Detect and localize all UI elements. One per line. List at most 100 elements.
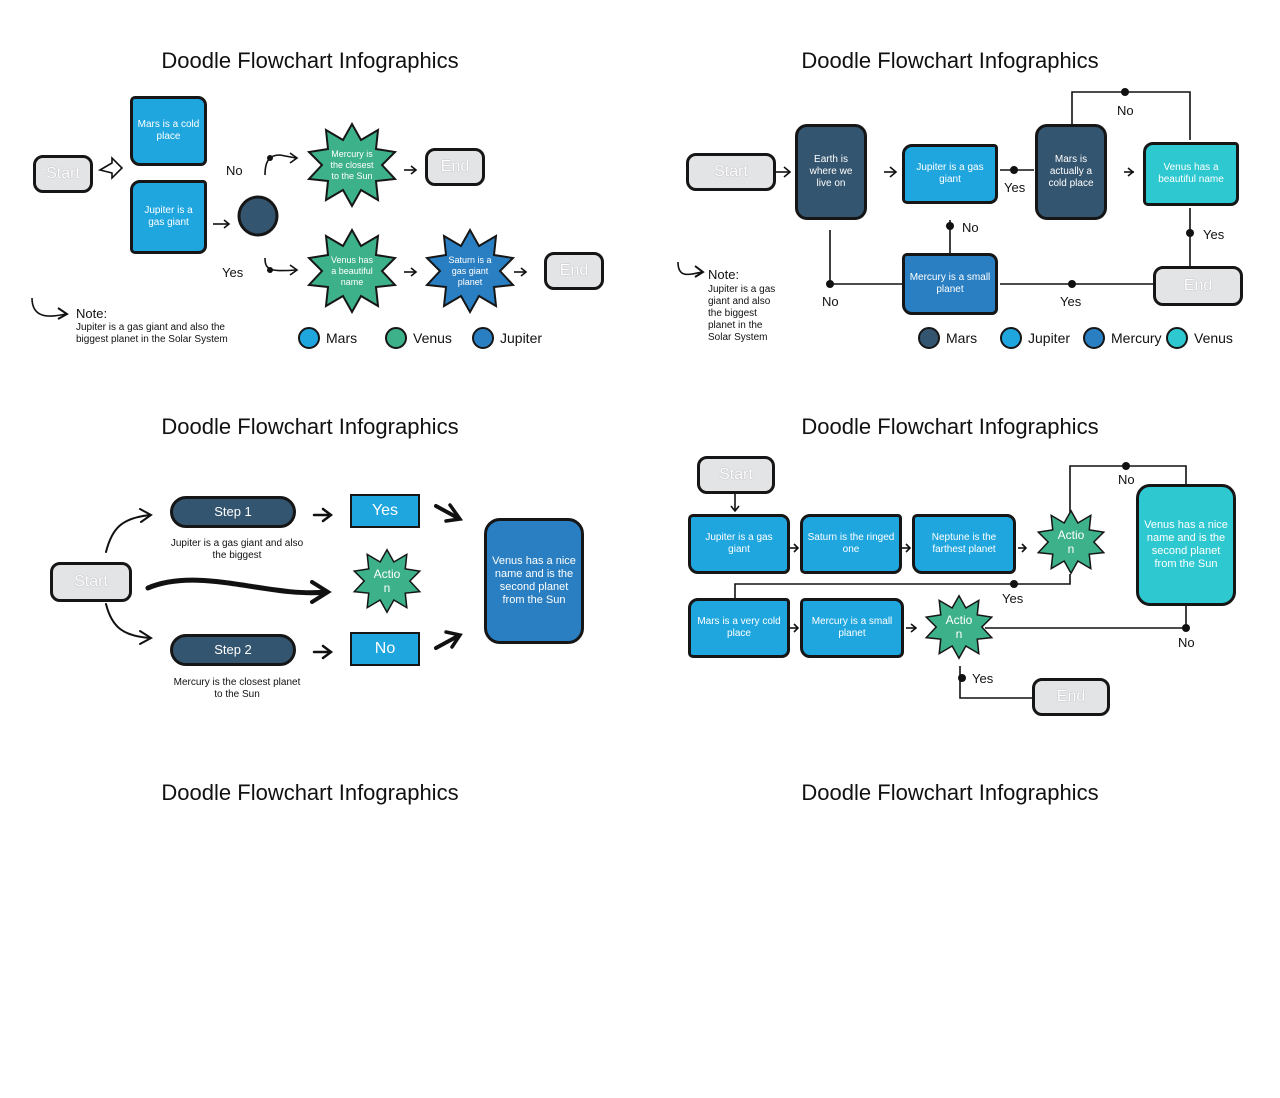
earth-box[interactable]: Earth is where we live on — [795, 124, 867, 220]
jupiter-box[interactable]: Jupiter is a gas giant — [130, 180, 207, 254]
legend-label: Venus — [413, 330, 452, 346]
slide-title: Doodle Flowchart Infographics — [161, 780, 459, 805]
slide-4[interactable]: Doodle Flowchart Infographics St — [640, 366, 1280, 732]
star-label: Actio n — [1057, 528, 1085, 556]
star-label: Mercury is the closest to the Sun — [330, 148, 374, 181]
starburst-icon — [306, 227, 398, 315]
end-node-bottom[interactable]: End — [544, 252, 604, 290]
label-no-top: No — [1117, 103, 1134, 118]
venus-box[interactable]: Venus has a nice name and is the second … — [1136, 484, 1236, 606]
slide-title: Doodle Flowchart Infographics — [161, 414, 459, 439]
star-label: Saturn is a gas giant planet — [448, 254, 492, 287]
legend-venus: Venus — [385, 327, 452, 349]
starburst-icon — [924, 594, 994, 660]
starburst-icon — [306, 121, 398, 209]
starburst-icon — [424, 227, 516, 315]
label-no-bottom: No — [822, 294, 839, 309]
start-node[interactable]: Start — [33, 155, 93, 193]
legend-swatch — [385, 327, 407, 349]
yes-node[interactable]: Yes — [350, 494, 420, 528]
no-node[interactable]: No — [350, 632, 420, 666]
mercury-star[interactable]: Mercury is the closest to the Sun — [306, 121, 398, 209]
start-node[interactable]: Start — [697, 456, 775, 494]
slide-title: Doodle Flowchart Infographics — [161, 48, 459, 73]
saturn-star[interactable]: Saturn is a gas giant planet — [424, 227, 516, 315]
legend-swatch — [298, 327, 320, 349]
jupiter-box[interactable]: Jupiter is a gas giant — [688, 514, 790, 574]
slide-3[interactable]: Doodle Flowchart Infographics Start Step… — [0, 366, 640, 732]
step1-node[interactable]: Step 1 — [170, 496, 296, 528]
note-title: Note: — [76, 306, 108, 321]
start-node[interactable]: Start — [50, 562, 132, 602]
mercury-box[interactable]: Mercury is a small planet — [800, 598, 904, 658]
label-yes-mid: Yes — [1004, 180, 1026, 195]
start-node[interactable]: Start — [686, 153, 776, 191]
legend-label: Jupiter — [500, 330, 543, 346]
note-title: Note: — [708, 267, 740, 282]
slide-1[interactable]: Doodle Flowchart Infographics Start Mars… — [0, 0, 640, 366]
label-no-mid: No — [962, 220, 979, 235]
legend-label: Mars — [326, 330, 358, 346]
mars-box[interactable]: Mars is a very cold place — [688, 598, 790, 658]
legend-mars: Mars — [918, 327, 977, 349]
slide-title: Doodle Flowchart Infographics — [801, 780, 1099, 805]
starburst-icon — [352, 548, 422, 614]
legend-label: Venus — [1194, 330, 1233, 346]
connector-lines — [677, 88, 1194, 288]
legend-swatch — [472, 327, 494, 349]
legend-swatch — [918, 327, 940, 349]
connector-lines — [730, 462, 1190, 699]
step2-node[interactable]: Step 2 — [170, 634, 296, 666]
star-label: Actio n — [945, 613, 973, 641]
step1-caption: Jupiter is a gas giant and also the bigg… — [170, 538, 304, 561]
star-label: Venus has a beautiful name — [330, 254, 374, 287]
step2-caption: Mercury is the closest planet to the Sun — [173, 677, 301, 700]
action-star-bottom[interactable]: Actio n — [924, 594, 994, 660]
starburst-icon — [1036, 509, 1106, 575]
slide-6[interactable]: Doodle Flowchart Infographics — [640, 732, 1280, 1098]
legend-jupiter: Jupiter — [472, 327, 542, 349]
end-node-top[interactable]: End — [425, 148, 485, 186]
label-no-right: No — [1178, 635, 1195, 650]
label-yes-mid: Yes — [1002, 591, 1024, 606]
legend-jupiter: Jupiter — [1000, 327, 1070, 349]
label-no-top: No — [1118, 472, 1135, 487]
legend-swatch — [1083, 327, 1105, 349]
slide-title: Doodle Flowchart Infographics — [801, 414, 1099, 439]
slide-grid: Doodle Flowchart Infographics Start Mars… — [0, 0, 1280, 805]
end-node[interactable]: End — [1032, 678, 1110, 716]
note-text: Jupiter is a gas giant and also the bigg… — [708, 284, 776, 343]
mercury-box[interactable]: Mercury is a small planet — [902, 253, 998, 315]
label-yes-bottom: Yes — [972, 671, 994, 686]
jupiter-box[interactable]: Jupiter is a gas giant — [902, 144, 998, 204]
end-node[interactable]: End — [1153, 266, 1243, 306]
label-yes: Yes — [222, 265, 244, 280]
venus-box[interactable]: Venus has a beautiful name — [1143, 142, 1239, 206]
slide-title: Doodle Flowchart Infographics — [801, 48, 1099, 73]
legend-venus: Venus — [1166, 327, 1233, 349]
note-text: Jupiter is a gas giant and also the bigg… — [76, 322, 228, 345]
connector-lines — [31, 152, 528, 320]
legend-swatch — [1166, 327, 1188, 349]
neptune-box[interactable]: Neptune is the farthest planet — [912, 514, 1016, 574]
legend-mercury: Mercury — [1083, 327, 1162, 349]
mars-box[interactable]: Mars is a cold place — [130, 96, 207, 166]
legend-label: Jupiter — [1028, 330, 1071, 346]
venus-box[interactable]: Venus has a nice name and is the second … — [484, 518, 584, 644]
legend-swatch — [1000, 327, 1022, 349]
label-yes-right: Yes — [1203, 227, 1225, 242]
connector-lines — [105, 503, 464, 660]
star-label: Actio n — [373, 567, 401, 595]
action-star[interactable]: Actio n — [352, 548, 422, 614]
legend-label: Mars — [946, 330, 978, 346]
slide-5[interactable]: Doodle Flowchart Infographics — [0, 732, 640, 1098]
slide-2[interactable]: Doodle Flowchart Infographics — [640, 0, 1280, 366]
mars-box[interactable]: Mars is actually a cold place — [1035, 124, 1107, 220]
action-star-top[interactable]: Actio n — [1036, 509, 1106, 575]
label-no: No — [226, 163, 243, 178]
legend-mars: Mars — [298, 327, 357, 349]
legend-label: Mercury — [1111, 330, 1162, 346]
venus-star[interactable]: Venus has a beautiful name — [306, 227, 398, 315]
saturn-box[interactable]: Saturn is the ringed one — [800, 514, 902, 574]
label-yes-bottom: Yes — [1060, 294, 1082, 309]
